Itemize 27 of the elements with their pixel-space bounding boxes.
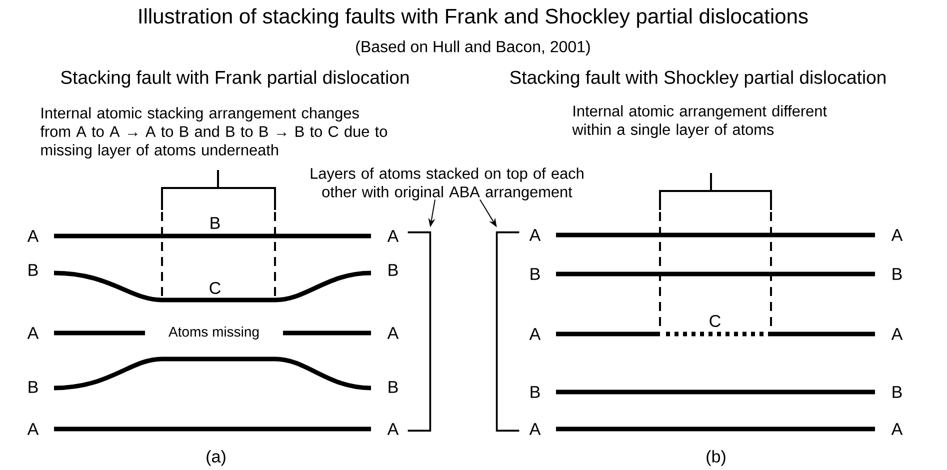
layer-letter: A <box>891 229 903 241</box>
annotation-text: Layers of atoms stacked on top of each other with original ABA arrangement <box>310 168 584 200</box>
bracket <box>408 231 432 432</box>
layer-letter: B <box>28 381 38 393</box>
layer-letter: B <box>210 217 220 229</box>
panel-label: (a) <box>206 450 226 466</box>
layer-letter: A <box>387 423 399 435</box>
layer-letter: B <box>892 386 902 398</box>
layer-letter: A <box>529 423 541 435</box>
annotation-text: Atoms missing <box>168 326 259 340</box>
layer-letter: B <box>892 268 902 280</box>
title: Illustration of stacking faults with Frank and Shockley partial dislocations <box>139 8 808 28</box>
layer-letter: A <box>27 423 39 435</box>
layer-letter: B <box>28 264 38 276</box>
panel-label: (b) <box>706 450 726 466</box>
bracket <box>496 231 520 432</box>
panel-heading: Stacking fault with Shockley partial dislocation <box>510 70 886 88</box>
layer-letter: C <box>210 282 220 294</box>
layer-letter: A <box>891 328 903 340</box>
layer-letter: A <box>891 423 903 435</box>
layer-letter: A <box>27 230 39 242</box>
layer-letter: C <box>710 314 720 327</box>
annotation-text: Internal atomic arrangement different within a single layer of atoms <box>572 105 827 138</box>
panel-heading: Stacking fault with Frank partial dislocation <box>61 70 409 88</box>
subtitle: (Based on Hull and Bacon, 2001) <box>356 40 590 56</box>
annotation-text: Internal atomic stacking arrangement changes from A to A → A to B and B to B → B to C due to missing layer of atoms underneath <box>40 107 388 158</box>
layer-letter: A <box>27 327 39 339</box>
